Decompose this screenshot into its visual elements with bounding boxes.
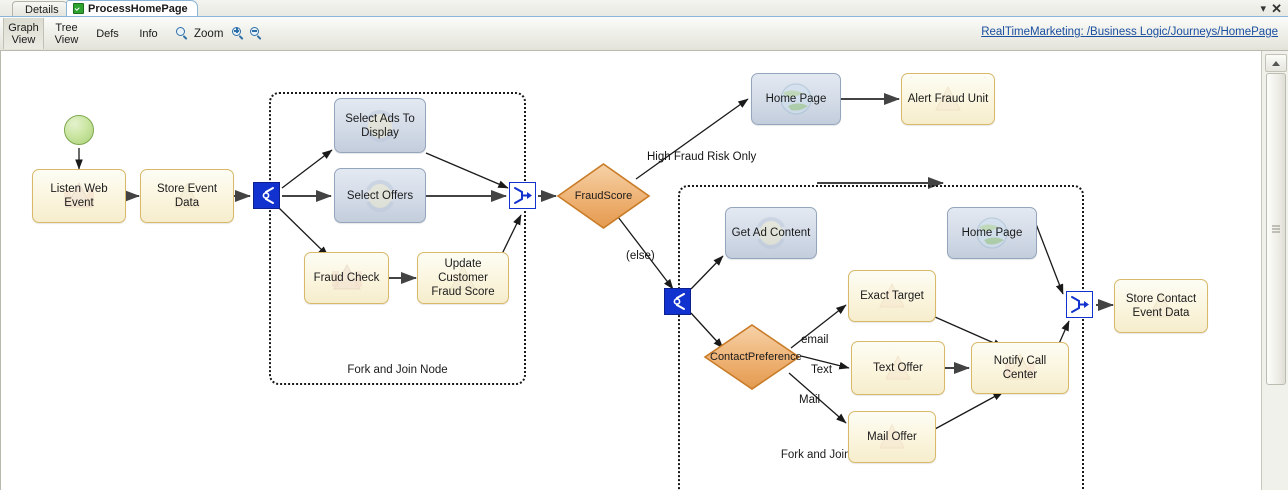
node-label: Notify Call Center bbox=[993, 355, 1047, 381]
join-node-1[interactable] bbox=[509, 182, 536, 209]
node-label: Mail Offer bbox=[867, 431, 917, 443]
join-icon bbox=[514, 187, 532, 204]
node-label: Alert Fraud Unit bbox=[907, 93, 989, 105]
info-button[interactable]: Info bbox=[131, 18, 166, 49]
edge-label-else: (else) bbox=[626, 250, 655, 262]
decision-contact-preference[interactable]: ContactPreference bbox=[703, 323, 802, 391]
node-select-offers[interactable]: Select Offers bbox=[334, 168, 426, 223]
graph-view-label-line2: View bbox=[11, 33, 36, 46]
diagram-canvas[interactable]: Fork and Join Node Fork and Join Node Li… bbox=[0, 51, 1263, 490]
zoom-label: Zoom bbox=[194, 27, 224, 40]
node-label: Text Offer bbox=[873, 362, 923, 374]
start-node[interactable] bbox=[64, 115, 94, 145]
node-label: Select Offers bbox=[346, 189, 414, 202]
fork-join-container-left-label: Fork and Join Node bbox=[347, 364, 448, 376]
node-home-page-top[interactable]: Home Page bbox=[751, 73, 841, 125]
node-label: Update Customer Fraud Score bbox=[431, 258, 495, 298]
graph-view-button[interactable]: Graph View bbox=[3, 18, 44, 49]
node-get-ad-content[interactable]: Get Ad Content bbox=[725, 207, 817, 259]
scrollbar-grip-icon bbox=[1272, 225, 1280, 233]
tab-strip: Details ProcessHomePage ▾ ✕ bbox=[0, 0, 1288, 17]
scroll-up-arrow-icon[interactable] bbox=[1265, 54, 1287, 72]
node-update-customer-fraud-score[interactable]: Update Customer Fraud Score bbox=[417, 252, 509, 304]
decision-label: ContactPreference bbox=[710, 350, 802, 363]
close-icon[interactable]: ✕ bbox=[1271, 0, 1282, 16]
decision-fraud-score[interactable]: FraudScore bbox=[556, 162, 651, 230]
fork-icon bbox=[673, 293, 685, 310]
tab-details[interactable]: Details bbox=[12, 1, 70, 17]
tree-view-label-line1: Tree bbox=[55, 21, 78, 34]
fork-icon bbox=[262, 187, 274, 204]
node-mail-offer[interactable]: Mail Offer bbox=[848, 411, 936, 463]
chevron-down-icon[interactable]: ▾ bbox=[1260, 2, 1266, 15]
fork-join-container-left bbox=[269, 92, 526, 385]
tab-underline bbox=[0, 16, 1288, 17]
node-label: Fraud Check bbox=[313, 272, 380, 284]
node-label: Store Contact Event Data bbox=[1125, 293, 1197, 319]
join-icon bbox=[1071, 296, 1089, 313]
node-fraud-check[interactable]: Fraud Check bbox=[304, 252, 389, 304]
node-store-event-data[interactable]: Store Event Data bbox=[140, 169, 234, 223]
tab-details-label: Details bbox=[25, 3, 59, 16]
scrollbar-thumb[interactable] bbox=[1266, 73, 1286, 385]
node-label: Select Ads To Display bbox=[345, 112, 415, 139]
zoom-in-icon[interactable] bbox=[232, 27, 245, 40]
node-select-ads-to-display[interactable]: Select Ads To Display bbox=[334, 98, 426, 153]
vertical-scrollbar[interactable] bbox=[1261, 51, 1288, 490]
zoom-out-icon[interactable] bbox=[250, 27, 263, 40]
info-label: Info bbox=[139, 27, 158, 40]
node-store-contact-event-data[interactable]: Store Contact Event Data bbox=[1114, 279, 1208, 333]
checkmark-icon bbox=[73, 3, 84, 14]
toolbar: Graph View Tree View Defs Info Zoom Real… bbox=[0, 17, 1288, 51]
tab-process-home-page-label: ProcessHomePage bbox=[88, 2, 188, 15]
node-text-offer[interactable]: Text Offer bbox=[851, 341, 945, 395]
node-listen-web-event[interactable]: Listen Web Event bbox=[32, 169, 126, 223]
graph-view-label-line1: Graph bbox=[8, 21, 39, 34]
node-label: Store Event Data bbox=[156, 183, 218, 209]
defs-button[interactable]: Defs bbox=[90, 18, 125, 49]
join-node-2[interactable] bbox=[1066, 291, 1093, 318]
tree-view-button[interactable]: Tree View bbox=[48, 18, 85, 49]
fork-node-2[interactable] bbox=[664, 288, 691, 315]
edge-label-high-fraud-risk-only: High Fraud Risk Only bbox=[647, 151, 757, 163]
edge-label-text: Text bbox=[811, 364, 833, 376]
node-home-page-bottom[interactable]: Home Page bbox=[947, 207, 1037, 259]
fork-node-1[interactable] bbox=[253, 182, 280, 209]
node-notify-call-center[interactable]: Notify Call Center bbox=[971, 342, 1069, 394]
node-label: Home Page bbox=[961, 227, 1023, 239]
node-alert-fraud-unit[interactable]: Alert Fraud Unit bbox=[901, 73, 995, 125]
node-exact-target[interactable]: Exact Target bbox=[848, 270, 936, 322]
tree-view-label-line2: View bbox=[54, 33, 79, 46]
node-label: Home Page bbox=[765, 93, 827, 105]
fork-join-container-right-label: Fork and Join Node bbox=[780, 449, 882, 461]
tab-process-home-page[interactable]: ProcessHomePage bbox=[66, 0, 198, 17]
breadcrumb-link[interactable]: RealTimeMarketing: /Business Logic/Journ… bbox=[981, 26, 1278, 38]
edge-label-email: email bbox=[801, 334, 829, 346]
diamond-shape bbox=[556, 163, 651, 229]
fork-join-container-right bbox=[678, 185, 1084, 490]
edge-label-mail: Mail bbox=[799, 394, 821, 406]
search-icon[interactable] bbox=[176, 27, 189, 40]
node-label: Exact Target bbox=[860, 290, 924, 302]
defs-label: Defs bbox=[96, 27, 119, 40]
decision-label: FraudScore bbox=[574, 189, 633, 202]
node-label: Listen Web Event bbox=[50, 183, 108, 209]
zoom-controls: Zoom bbox=[176, 17, 263, 50]
node-label: Get Ad Content bbox=[731, 227, 811, 239]
